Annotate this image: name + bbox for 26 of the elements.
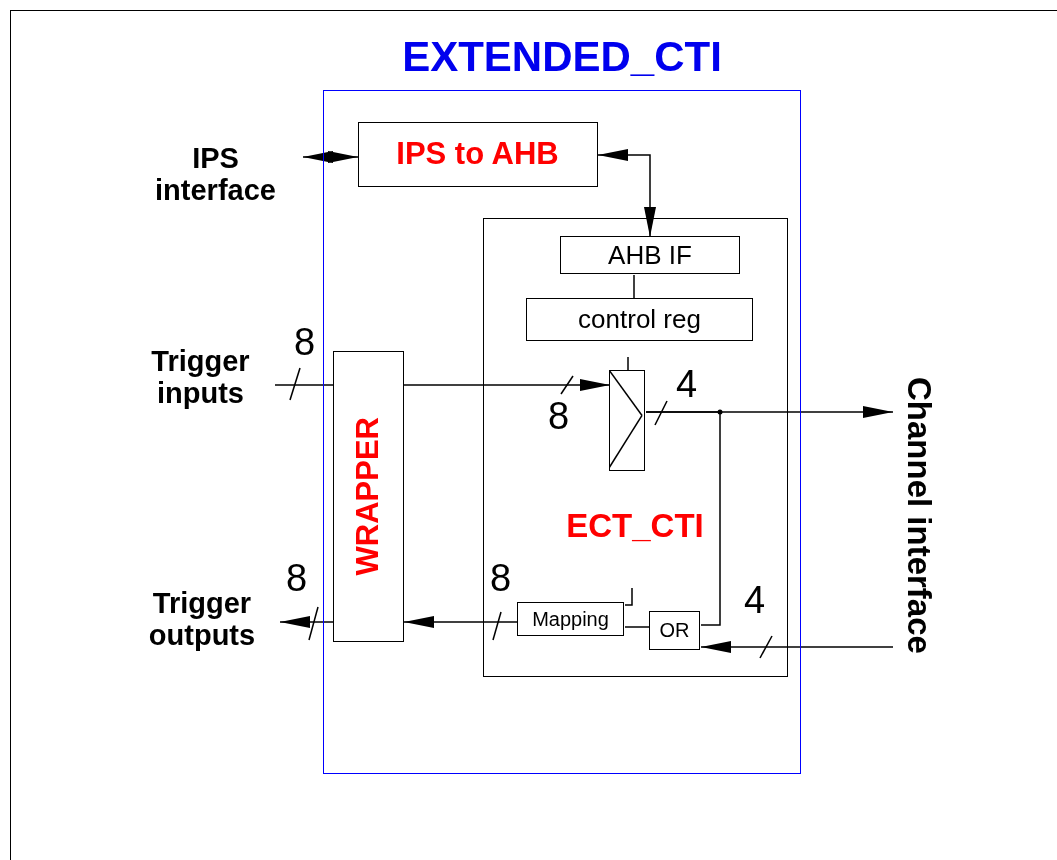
port-label: Trigger inputs [151,345,250,409]
edge-label: 4 [676,364,698,404]
port-label: IPS interface [155,142,276,206]
block-label: OR [659,619,690,642]
module-label: EXTENDED_CTI [401,33,723,81]
logic-box [517,602,624,636]
edge-label: 4 [744,580,766,620]
bridge-box [357,121,598,187]
register-box [526,298,753,341]
block-label: WRAPPER [350,416,386,576]
register-box [560,236,740,274]
edge-label: 8 [490,558,512,598]
edge-label: 8 [548,396,570,436]
core-block [482,217,788,677]
block-label: Mapping [532,607,609,631]
edge-label: 8 [294,322,316,362]
port-label: Trigger outputs [148,587,256,651]
block-label: control reg [578,304,701,335]
multiplexer-box [609,370,645,471]
block-label: ECT_CTI [565,506,705,545]
port-label: Channel interface [900,376,938,654]
wrapper-box [332,350,404,642]
logic-box [649,611,700,650]
edge-label: 8 [286,558,308,598]
block-label: IPS to AHB [396,136,559,172]
block-label: AHB IF [608,239,692,271]
